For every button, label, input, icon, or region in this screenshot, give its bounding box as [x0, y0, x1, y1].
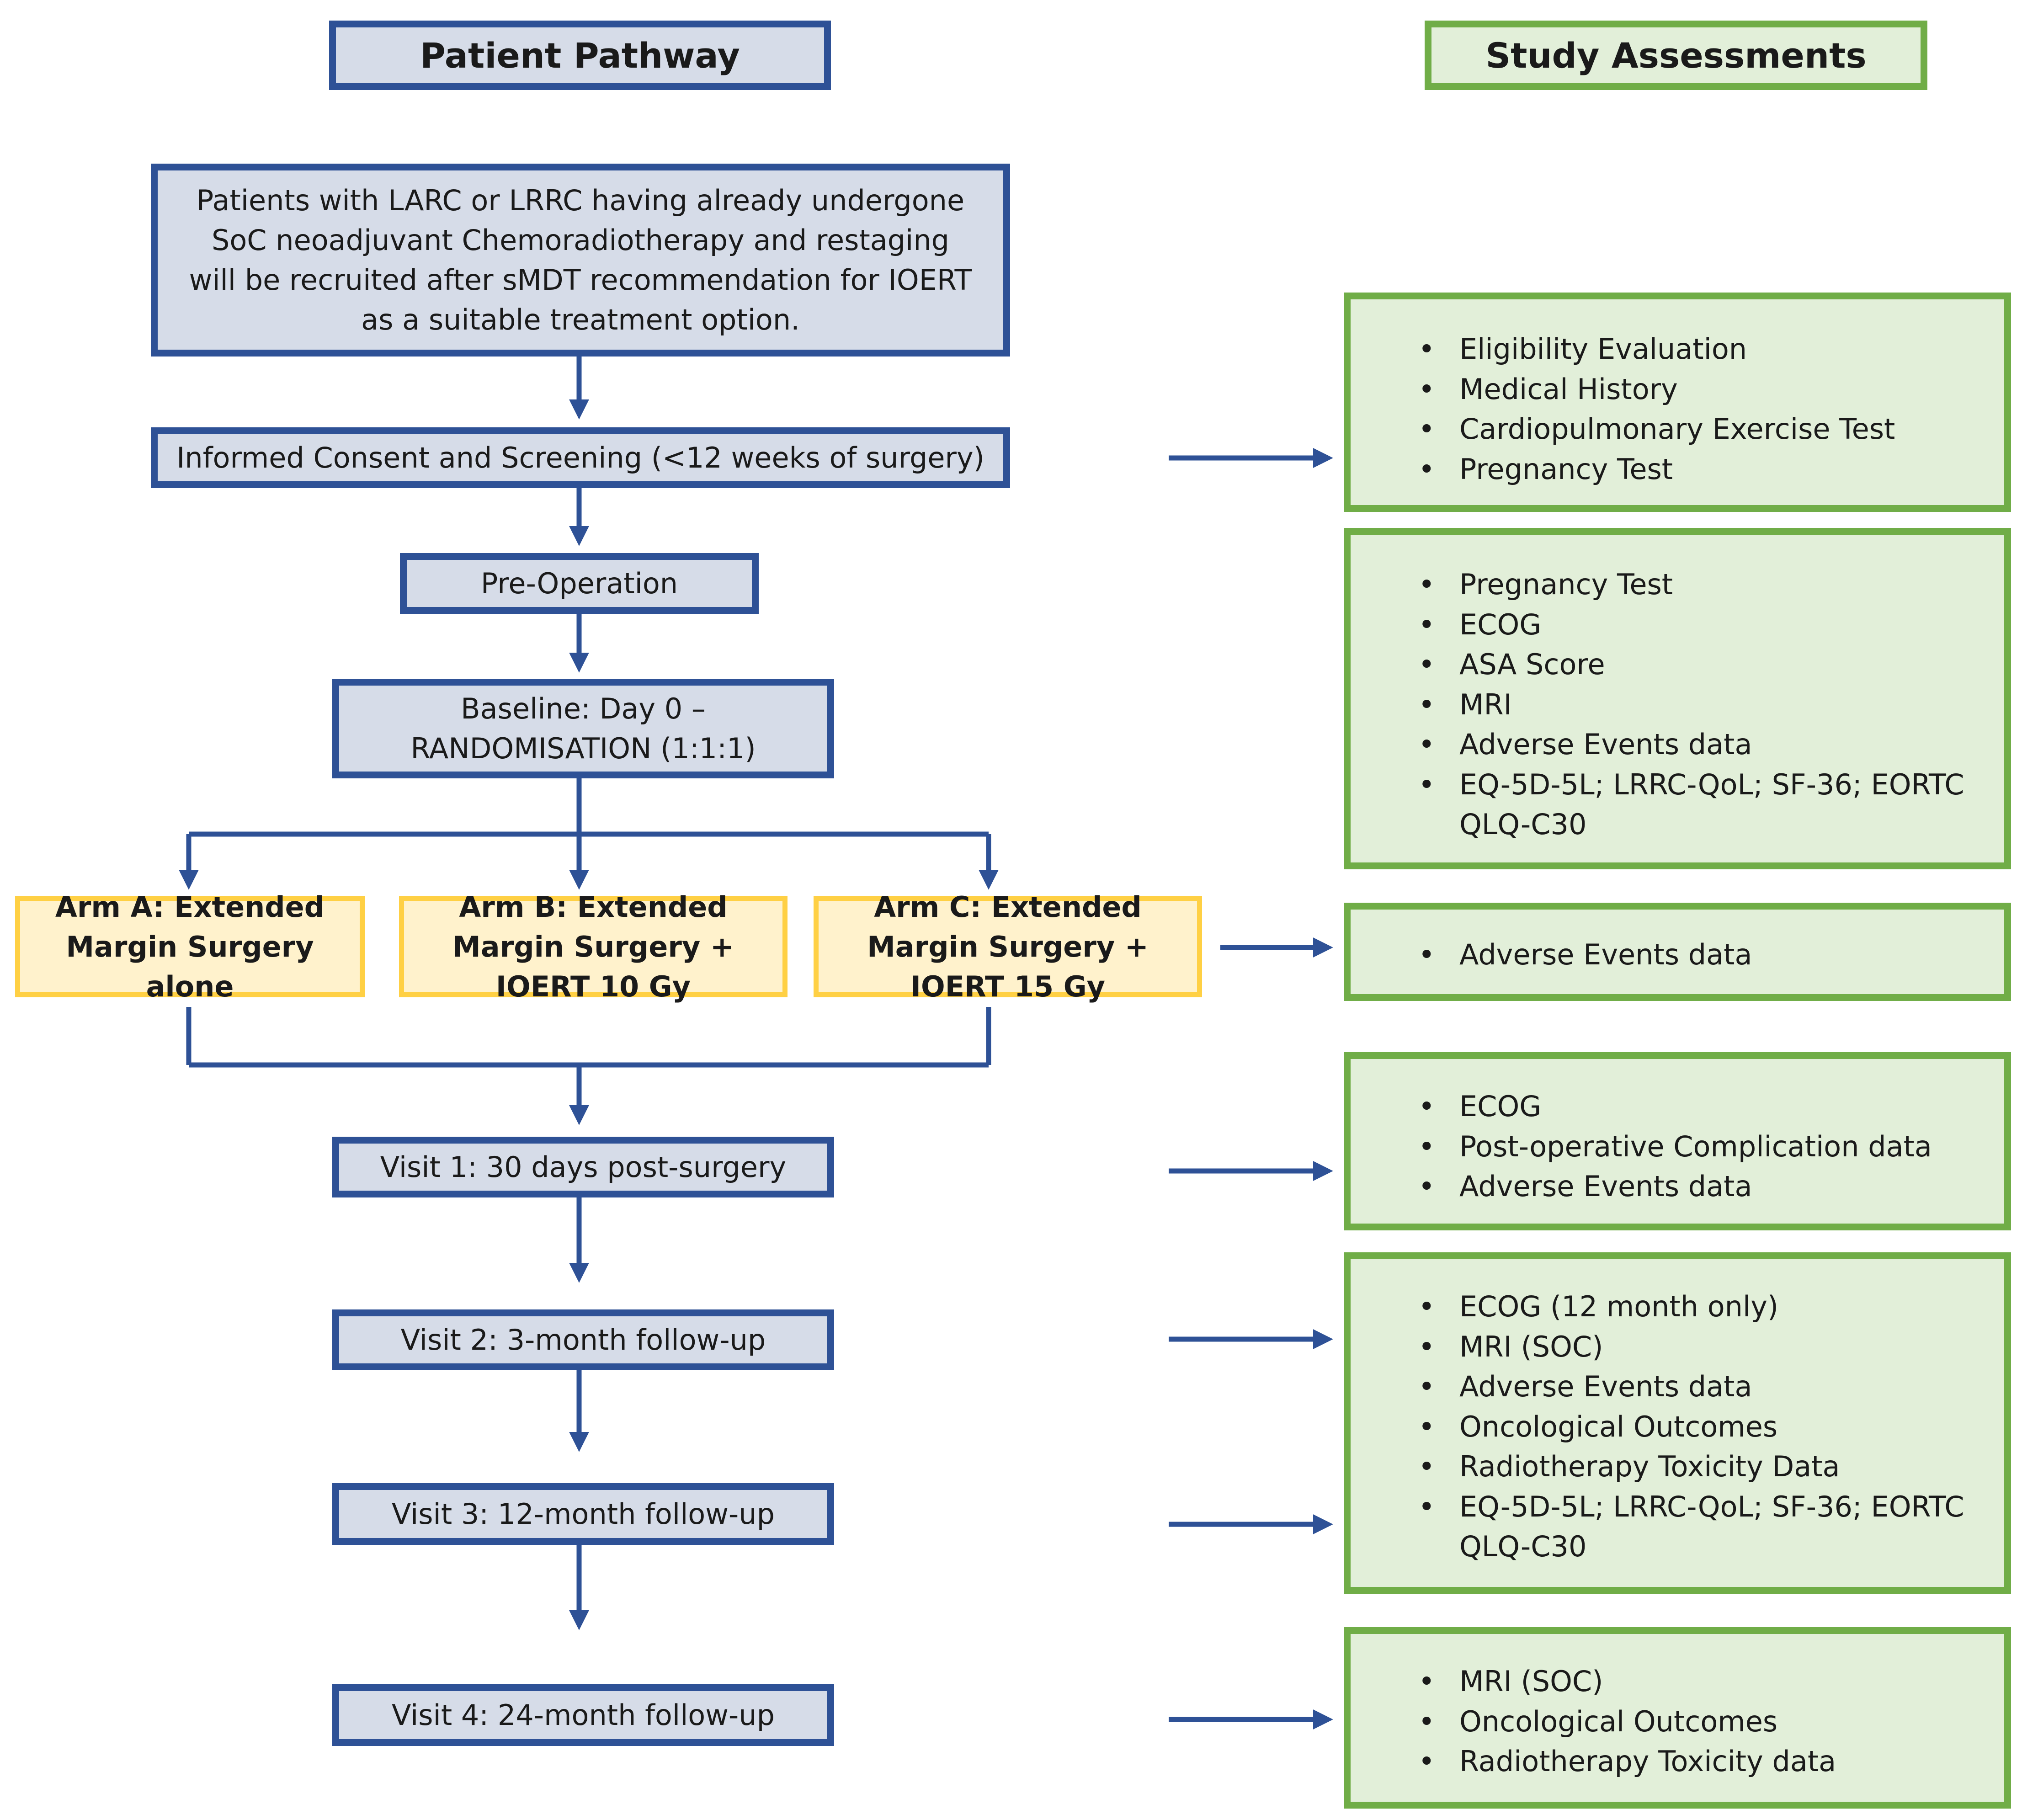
- list-item: Adverse Events data: [1418, 935, 1986, 975]
- list-item: ECOG (12 month only): [1418, 1287, 1986, 1327]
- list-item: EQ-5D-5L; LRRC-QoL; SF-36; EORTC QLQ-C30: [1418, 1487, 1986, 1567]
- list-item: Eligibility Evaluation: [1418, 329, 1986, 369]
- follow-up-assessments-box: ECOG (12 month only) MRI (SOC) Adverse E…: [1344, 1252, 2011, 1594]
- visit-3-box: Visit 3: 12-month follow-up: [332, 1483, 834, 1545]
- list-item: Oncological Outcomes: [1418, 1407, 1986, 1447]
- surgery-assessments-box: Adverse Events data: [1344, 903, 2011, 1001]
- screening-assessments-box: Eligibility Evaluation Medical History C…: [1344, 293, 2011, 512]
- visit-4-box: Visit 4: 24-month follow-up: [332, 1684, 834, 1746]
- list-item: Medical History: [1418, 369, 1986, 410]
- baseline-randomisation-box: Baseline: Day 0 – RANDOMISATION (1:1:1): [332, 679, 834, 778]
- pre-operation-box: Pre-Operation: [400, 553, 759, 614]
- list-item: Adverse Events data: [1418, 1367, 1986, 1407]
- arm-a-box: Arm A: Extended Margin Surgery alone: [15, 890, 365, 1003]
- list-item: Pregnancy Test: [1418, 449, 1986, 490]
- patient-pathway-title: Patient Pathway: [420, 35, 740, 76]
- list-item: Adverse Events data: [1418, 1166, 1986, 1207]
- visit-4-assessments-list: MRI (SOC) Oncological Outcomes Radiother…: [1418, 1661, 1986, 1782]
- list-item: Post-operative Complication data: [1418, 1127, 1986, 1167]
- baseline-assessments-box: Pregnancy Test ECOG ASA Score MRI Advers…: [1344, 528, 2011, 869]
- consent-screening-box: Informed Consent and Screening (<12 week…: [151, 427, 1010, 488]
- consent-screening-text: Informed Consent and Screening (<12 week…: [176, 441, 984, 474]
- list-item: Adverse Events data: [1418, 724, 1986, 765]
- visit-1-assessments-box: ECOG Post-operative Complication data Ad…: [1344, 1052, 2011, 1230]
- list-item: MRI (SOC): [1418, 1327, 1986, 1367]
- visit-4-text: Visit 4: 24-month follow-up: [392, 1698, 775, 1732]
- list-item: ECOG: [1418, 1086, 1986, 1127]
- visit-1-text: Visit 1: 30 days post-surgery: [380, 1150, 787, 1184]
- list-item: Radiotherapy Toxicity Data: [1418, 1447, 1986, 1487]
- list-item: ASA Score: [1418, 644, 1986, 685]
- eligibility-text: Patients with LARC or LRRC having alread…: [189, 184, 972, 336]
- visit-2-box: Visit 2: 3-month follow-up: [332, 1309, 834, 1370]
- list-item: Oncological Outcomes: [1418, 1702, 1986, 1742]
- study-assessments-title: Study Assessments: [1485, 35, 1867, 76]
- surgery-assessments-list: Adverse Events data: [1418, 935, 1986, 975]
- visit-1-assessments-list: ECOG Post-operative Complication data Ad…: [1418, 1086, 1986, 1207]
- list-item: MRI: [1418, 685, 1986, 725]
- list-item: MRI (SOC): [1418, 1661, 1986, 1702]
- visit-4-assessments-box: MRI (SOC) Oncological Outcomes Radiother…: [1344, 1627, 2011, 1809]
- list-item: ECOG: [1418, 605, 1986, 645]
- arm-b-label: Arm B: Extended Margin Surgery + IOERT 1…: [452, 890, 734, 1003]
- arm-b-box: Arm B: Extended Margin Surgery + IOERT 1…: [399, 890, 788, 1003]
- list-item: Radiotherapy Toxicity data: [1418, 1741, 1986, 1782]
- baseline-assessments-list: Pregnancy Test ECOG ASA Score MRI Advers…: [1418, 564, 1986, 845]
- follow-up-assessments-list: ECOG (12 month only) MRI (SOC) Adverse E…: [1418, 1287, 1986, 1567]
- visit-2-text: Visit 2: 3-month follow-up: [400, 1323, 766, 1357]
- list-item: EQ-5D-5L; LRRC-QoL; SF-36; EORTC QLQ-C30: [1418, 765, 1986, 845]
- visit-3-text: Visit 3: 12-month follow-up: [392, 1497, 775, 1531]
- pre-operation-text: Pre-Operation: [480, 567, 678, 600]
- baseline-randomisation-text: Baseline: Day 0 – RANDOMISATION (1:1:1): [410, 692, 756, 765]
- arm-c-box: Arm C: Extended Margin Surgery + IOERT 1…: [814, 890, 1202, 1003]
- patient-pathway-header: Patient Pathway: [329, 21, 831, 90]
- study-assessments-header: Study Assessments: [1425, 21, 1927, 90]
- list-item: Cardiopulmonary Exercise Test: [1418, 409, 1986, 449]
- eligibility-box: Patients with LARC or LRRC having alread…: [151, 164, 1010, 357]
- screening-assessments-list: Eligibility Evaluation Medical History C…: [1418, 329, 1986, 489]
- list-item: Pregnancy Test: [1418, 564, 1986, 605]
- visit-1-box: Visit 1: 30 days post-surgery: [332, 1137, 834, 1197]
- arm-a-label: Arm A: Extended Margin Surgery alone: [55, 890, 325, 1003]
- arm-c-label: Arm C: Extended Margin Surgery + IOERT 1…: [867, 890, 1149, 1003]
